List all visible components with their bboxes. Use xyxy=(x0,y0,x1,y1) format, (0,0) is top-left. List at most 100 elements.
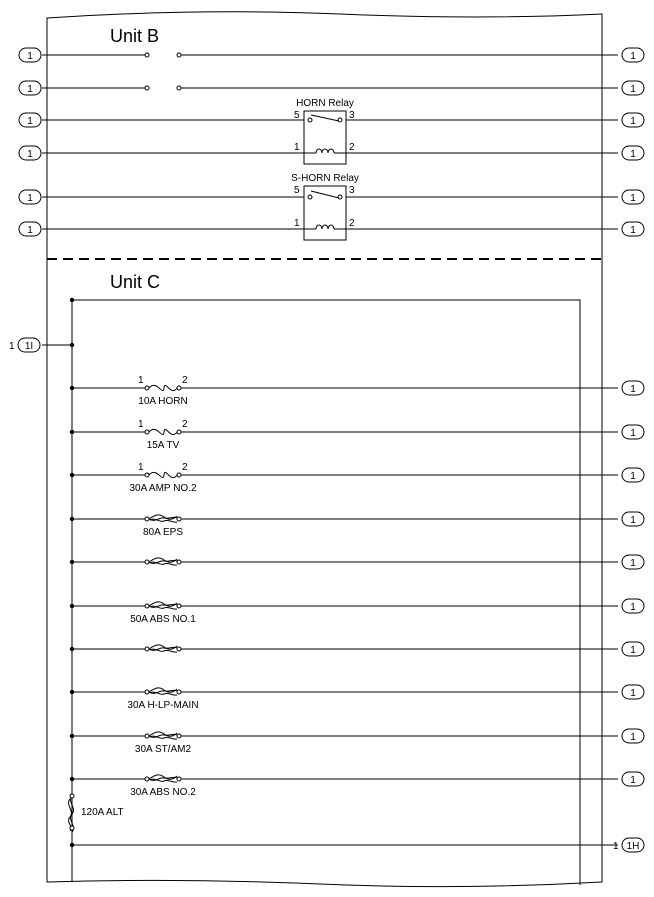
fuse-label: 15A TV xyxy=(147,440,180,451)
fusible-link-symbol xyxy=(148,731,178,737)
s-horn-relay-label: S-HORN Relay xyxy=(291,173,359,184)
fuse-label: 30A ABS NO.2 xyxy=(130,787,196,798)
connector-bubble: 1 xyxy=(18,221,42,237)
fuse-row: 30A ABS NO.2 xyxy=(69,774,618,798)
svg-text:1: 1 xyxy=(27,84,33,95)
horn-relay-pin-2: 2 xyxy=(349,142,355,153)
fuse-row xyxy=(69,644,618,653)
unit-b-title: Unit B xyxy=(110,26,159,46)
svg-text:1: 1 xyxy=(27,149,33,160)
svg-text:1: 1 xyxy=(630,775,636,786)
fusible-link-symbol xyxy=(148,687,178,693)
fuse-symbol xyxy=(148,384,178,392)
fuse-row: 30A H-LP-MAIN xyxy=(69,687,618,711)
horn-relay-pin-1: 1 xyxy=(294,142,300,153)
unit-b-row-2 xyxy=(42,85,618,91)
fuse-label: 10A HORN xyxy=(138,396,187,407)
fuse-row xyxy=(69,557,618,566)
unit-c-loop xyxy=(72,299,581,885)
unit-c-title: Unit C xyxy=(110,272,160,292)
fuse-symbol xyxy=(148,471,178,479)
svg-text:1: 1 xyxy=(630,688,636,699)
fusible-link-symbol xyxy=(148,774,178,780)
fuse-row: 1 2 30A AMP NO.2 xyxy=(69,462,618,494)
svg-text:1: 1 xyxy=(630,84,636,95)
fuse-pin-left: 1 xyxy=(138,419,144,430)
fusible-link-symbol xyxy=(148,514,178,520)
connector-1i: 1 1I xyxy=(9,337,41,353)
connector-1i-prefix: 1 xyxy=(9,341,15,352)
fuse-pin-right: 2 xyxy=(182,375,188,386)
fuse-row: 1 2 10A HORN xyxy=(69,375,618,407)
connector-bubble: 1 xyxy=(621,684,645,700)
connector-bubble: 1 xyxy=(621,728,645,744)
connector-bubble: 1 xyxy=(621,424,645,440)
connector-bubble: 1 xyxy=(18,47,42,63)
svg-text:1: 1 xyxy=(27,51,33,62)
connector-bubble: 1 xyxy=(621,554,645,570)
connector-bubble: 1 xyxy=(621,641,645,657)
connector-bubble: 1 xyxy=(18,145,42,161)
connector-1h-prefix: 1 xyxy=(613,841,619,852)
fuse-label: 50A ABS NO.1 xyxy=(130,614,196,625)
fuse-label: 30A AMP NO.2 xyxy=(129,483,197,494)
horn-relay-pin-3: 3 xyxy=(349,110,355,121)
s-horn-relay-pin-3: 3 xyxy=(349,185,355,196)
svg-text:1: 1 xyxy=(630,116,636,127)
connector-bubble: 1 xyxy=(621,47,645,63)
alt-link-label: 120A ALT xyxy=(81,807,124,818)
svg-text:1: 1 xyxy=(630,732,636,743)
horn-relay-label: HORN Relay xyxy=(296,98,354,109)
connector-bubble: 1 xyxy=(621,145,645,161)
horn-relay-pin-5: 5 xyxy=(294,110,300,121)
fuse-pin-right: 2 xyxy=(182,419,188,430)
connector-bubble: 1 xyxy=(621,467,645,483)
connector-bubble: 1 xyxy=(621,771,645,787)
fusible-link-symbol xyxy=(148,557,178,563)
input-1i xyxy=(42,342,75,348)
svg-text:1: 1 xyxy=(630,471,636,482)
connector-bubble: 1 xyxy=(621,380,645,396)
alt-fusible-link: 120A ALT xyxy=(68,793,124,833)
svg-text:1: 1 xyxy=(630,428,636,439)
connector-1h-label: 1H xyxy=(627,841,640,852)
fuse-label: 80A EPS xyxy=(143,527,183,538)
connector-bubble: 1 xyxy=(621,598,645,614)
svg-text:1: 1 xyxy=(630,558,636,569)
fuse-label: 30A ST/AM2 xyxy=(135,744,192,755)
fuse-pin-left: 1 xyxy=(138,462,144,473)
svg-text:1: 1 xyxy=(630,51,636,62)
connector-bubble: 1 xyxy=(621,112,645,128)
fusible-link-symbol xyxy=(148,601,178,607)
fusible-link-symbol xyxy=(148,644,178,650)
connector-bubble: 1 xyxy=(18,189,42,205)
connector-bubble: 1 xyxy=(621,511,645,527)
fuse-row: 50A ABS NO.1 xyxy=(69,601,618,625)
fuse-symbol xyxy=(148,428,178,436)
s-horn-relay-pin-1: 1 xyxy=(294,218,300,229)
svg-text:1: 1 xyxy=(630,225,636,236)
svg-text:1: 1 xyxy=(27,193,33,204)
connector-bubble: 1 xyxy=(18,112,42,128)
s-horn-relay-pin-2: 2 xyxy=(349,218,355,229)
connector-1h: 1 1H xyxy=(613,837,645,853)
fuse-row: 80A EPS xyxy=(69,514,618,538)
svg-text:1: 1 xyxy=(27,116,33,127)
output-1h xyxy=(69,842,618,848)
s-horn-relay-pin-5: 5 xyxy=(294,185,300,196)
connector-bubble: 1 xyxy=(18,80,42,96)
fuse-label: 30A H-LP-MAIN xyxy=(127,700,198,711)
connectors: 1 1 1 1 1 1 1 1 1 1 1 1 1 1 1 1 1 1 1 1 1 1 xyxy=(18,47,645,787)
page-border xyxy=(46,11,603,888)
svg-text:1: 1 xyxy=(630,149,636,160)
svg-text:1: 1 xyxy=(630,515,636,526)
svg-text:1: 1 xyxy=(630,384,636,395)
fuse-pin-right: 2 xyxy=(182,462,188,473)
s-horn-relay: S-HORN Relay 5 3 1 2 xyxy=(42,173,618,241)
fuse-row: 30A ST/AM2 xyxy=(69,731,618,755)
fuse-pin-left: 1 xyxy=(138,375,144,386)
connector-1i-label: 1I xyxy=(25,341,33,352)
